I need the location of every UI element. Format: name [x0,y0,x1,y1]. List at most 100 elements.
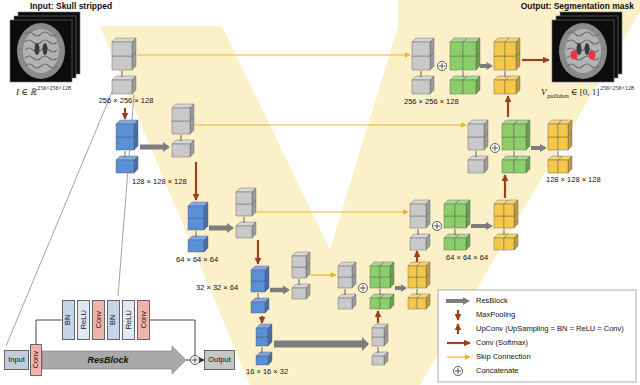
cube-front [372,337,384,346]
cube-side [390,294,394,309]
cube-front [444,216,455,228]
ellipsis-dot [420,71,421,72]
ellipsis-dot [417,233,418,234]
cube-front [450,56,463,70]
ellipsis-dot [417,229,418,230]
cube-front [410,216,426,228]
cube-side [430,38,434,56]
relu-block: ReLU [77,300,90,340]
cube-front [548,124,558,137]
cube-front [514,124,526,137]
cube-front [256,356,268,365]
cube-side [190,140,194,157]
resblock-arrow [209,223,234,233]
legend-text: Conv (Softmax) [476,339,528,347]
cube-front [412,42,430,56]
cube-side [268,352,272,365]
block-label: Conv [95,311,103,329]
cube-front [514,160,526,173]
cube-front [505,42,516,56]
ellipsis-dot [379,293,380,294]
cube-front [370,298,380,309]
ellipsis-dot [257,295,258,296]
cube-front [370,277,380,288]
output-formula: ∈ [0, 1] [571,88,599,97]
cube-side [306,252,310,267]
cube-front [408,277,417,288]
cube-front [338,277,352,288]
ellipsis-dot [298,283,299,284]
ellipsis-dot [454,233,455,234]
ellipsis-dot [124,155,125,156]
cube-side [252,222,256,238]
cube-front [558,160,568,173]
ellipsis-dot [454,231,455,232]
cube-front [251,270,265,281]
brain-gyri [567,48,599,52]
block-label: ResBlock [87,356,140,365]
conv-arrow [504,175,506,198]
cube-side [568,156,572,173]
brain-gyri [567,64,599,68]
cube-front [455,216,466,228]
zoom-line [6,92,112,346]
cube-front [116,137,134,150]
concat-symbol [191,356,200,365]
cube-side [426,200,430,216]
block-label: ReLU [125,310,133,329]
cube-front [558,137,568,150]
ellipsis-dot [243,219,244,220]
cube-side [516,76,520,94]
cube-side [306,284,310,299]
cube-front [236,204,252,216]
concat-symbol [442,63,443,69]
ellipsis-dot [475,151,476,152]
dimension-label: 128 × 128 × 128 [132,178,187,186]
cube-side [134,120,138,137]
cube-front [116,160,134,173]
ellipsis-dot [504,73,505,74]
mri-slice [552,20,614,82]
ellipsis-dot [180,139,181,140]
cube-front [514,137,526,150]
ellipsis-dot [195,233,196,234]
cube-front [468,137,484,150]
cube-front [494,42,505,56]
brain-gyri [25,32,57,36]
cube-front [188,206,204,218]
cube-front [188,240,204,252]
cube-side [516,38,520,56]
ventricle [577,43,582,55]
bn-block: BN [62,300,75,340]
cube-side [526,156,530,173]
cube-front [494,216,504,228]
ellipsis-dot [416,291,417,292]
relu-block: ReLU [122,300,135,340]
legend-text: Concatenate [476,367,519,375]
ellipsis-dot [121,71,122,72]
cube-front [372,328,384,337]
cube-front [463,42,476,56]
cube-side [514,200,518,216]
cube-side [134,156,138,173]
dimension-label: 128 × 128 × 128 [546,176,601,184]
concat-symbol [458,368,459,374]
cube-side [384,352,388,365]
cube-front [455,238,466,250]
cube-front [504,204,514,216]
cube-front [455,204,466,216]
ellipsis-dot [121,73,122,74]
resblock-arrow-node: ResBlock [42,346,186,374]
input-block: Input [4,350,29,370]
ellipsis-dot [195,235,196,236]
cube-front [417,298,426,309]
block-label: Conv [140,311,148,329]
legend-text: Skip Connection [476,353,531,361]
ellipsis-dot [557,151,558,152]
resblock-arrow [274,337,369,351]
cube-side [352,294,356,309]
brain-gyri [567,40,599,44]
brain [559,23,607,79]
cube-side [204,202,208,218]
unet-band [100,0,640,385]
